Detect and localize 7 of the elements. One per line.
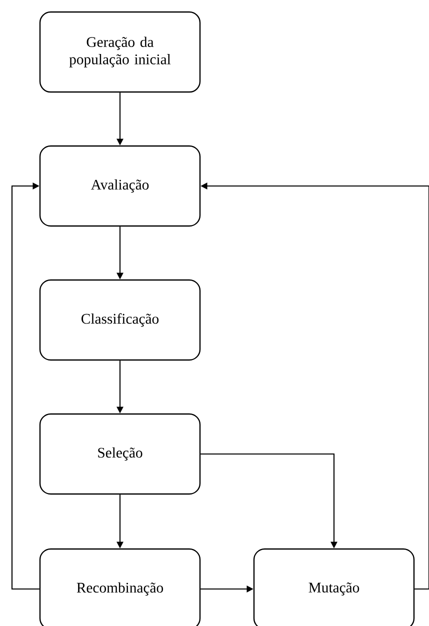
process-box: Recombinação <box>39 548 201 626</box>
arrow <box>11 182 40 590</box>
process-box: Classificação <box>39 279 201 361</box>
process-box: Avaliação <box>39 145 201 227</box>
process-box: Geração da população inicial <box>39 11 201 93</box>
process-box: Seleção <box>39 413 201 495</box>
process-box: Mutação <box>253 548 415 626</box>
